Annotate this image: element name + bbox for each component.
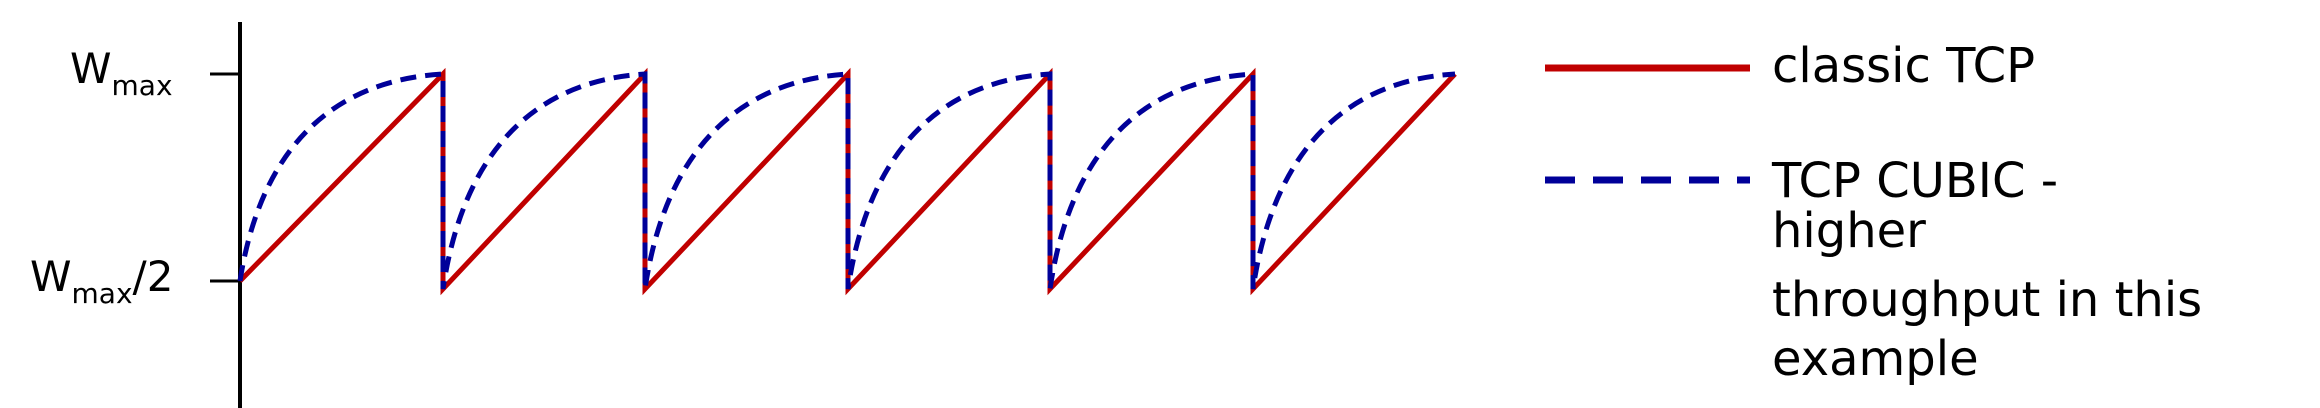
legend-cubic-line-2: higher [1772,203,1926,259]
legend-cubic-line-4: example [1772,331,1979,387]
y-label-wmax-half: Wmax/2 [30,252,173,310]
y-label-half-suffix: /2 [133,252,174,301]
y-label-half-sub: max [72,277,133,310]
legend-cubic-label: TCP CUBIC - higher throughput in this ex… [1771,153,2217,387]
y-label-wmax-sub: max [112,69,173,102]
legend-cubic-line-3: throughput in this [1772,272,2202,328]
y-label-wmax-main: W [70,44,112,93]
tcp-cubic-line [237,71,1456,290]
y-label-wmax: Wmax [70,44,173,102]
legend-cubic-line-1: TCP CUBIC - [1771,153,2058,209]
y-label-half-main: W [30,252,72,301]
legend-classic-label: classic TCP [1772,38,2035,94]
